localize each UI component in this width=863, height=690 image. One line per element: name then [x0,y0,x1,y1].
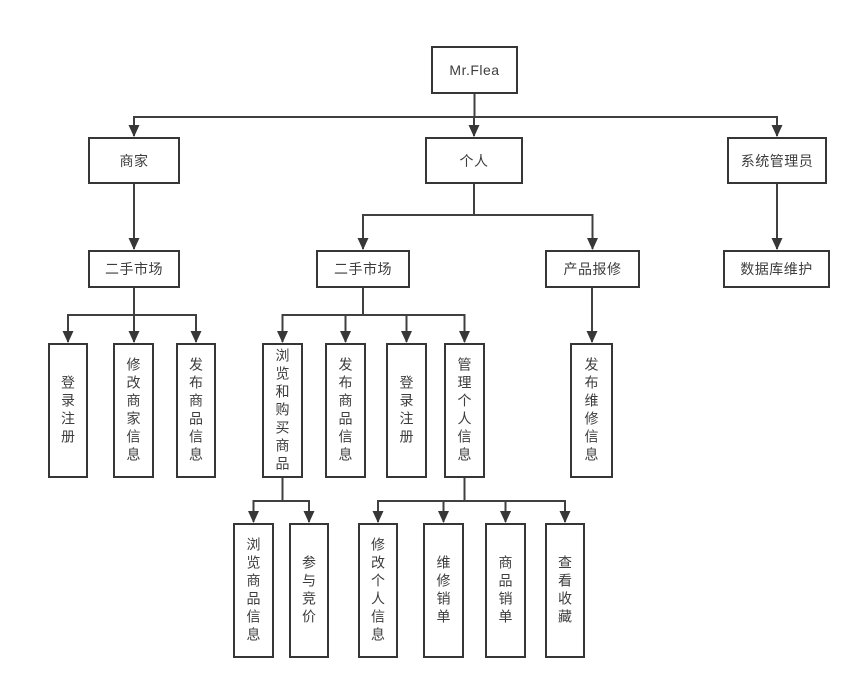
node-personal-secondhand-market: 二手市场 [316,250,410,288]
node-label: 登录注册 [398,374,415,447]
node-label: 修改个人信息 [370,536,386,645]
node-merchant-secondhand-market: 二手市场 [88,250,180,288]
node-label: 修改商家信息 [125,356,142,465]
node-system-admin: 系统管理员 [727,137,827,184]
node-login-register-merchant: 登录注册 [48,343,88,478]
node-login-register-personal: 登录注册 [386,343,427,478]
node-mr-flea: Mr.Flea [431,46,518,94]
node-label: 发布维修信息 [583,356,600,465]
node-personal: 个人 [425,137,523,184]
node-goods-settle-order: 商品销单 [485,523,526,658]
node-label: 管理个人信息 [456,356,473,465]
node-product-repair: 产品报修 [545,250,640,288]
node-label: 浏览和购买商品 [274,347,291,474]
node-publish-goods-info-merchant: 发布商品信息 [176,343,216,478]
node-publish-repair-info: 发布维修信息 [570,343,613,478]
node-label: 维修销单 [435,554,452,627]
node-manage-personal-info: 管理个人信息 [444,343,485,478]
node-label: 登录注册 [60,374,76,447]
node-view-favorites: 查看收藏 [545,523,585,658]
node-label: 查看收藏 [557,554,573,627]
node-browse-buy-goods: 浏览和购买商品 [262,343,303,478]
node-label: 发布商品信息 [337,356,354,465]
node-edit-personal-info: 修改个人信息 [358,523,398,658]
node-label: 发布商品信息 [188,356,204,465]
node-label: 商品销单 [497,554,514,627]
node-join-bidding: 参与竞价 [289,523,329,658]
node-browse-goods-info: 浏览商品信息 [233,523,274,658]
node-edit-merchant-info: 修改商家信息 [113,343,154,478]
node-repair-settle-order: 维修销单 [423,523,464,658]
node-database-maintenance: 数据库维护 [723,250,830,288]
node-label: 参与竞价 [301,554,317,627]
node-publish-goods-info-personal: 发布商品信息 [325,343,366,478]
node-merchant: 商家 [88,137,180,184]
node-label: 浏览商品信息 [245,536,262,645]
